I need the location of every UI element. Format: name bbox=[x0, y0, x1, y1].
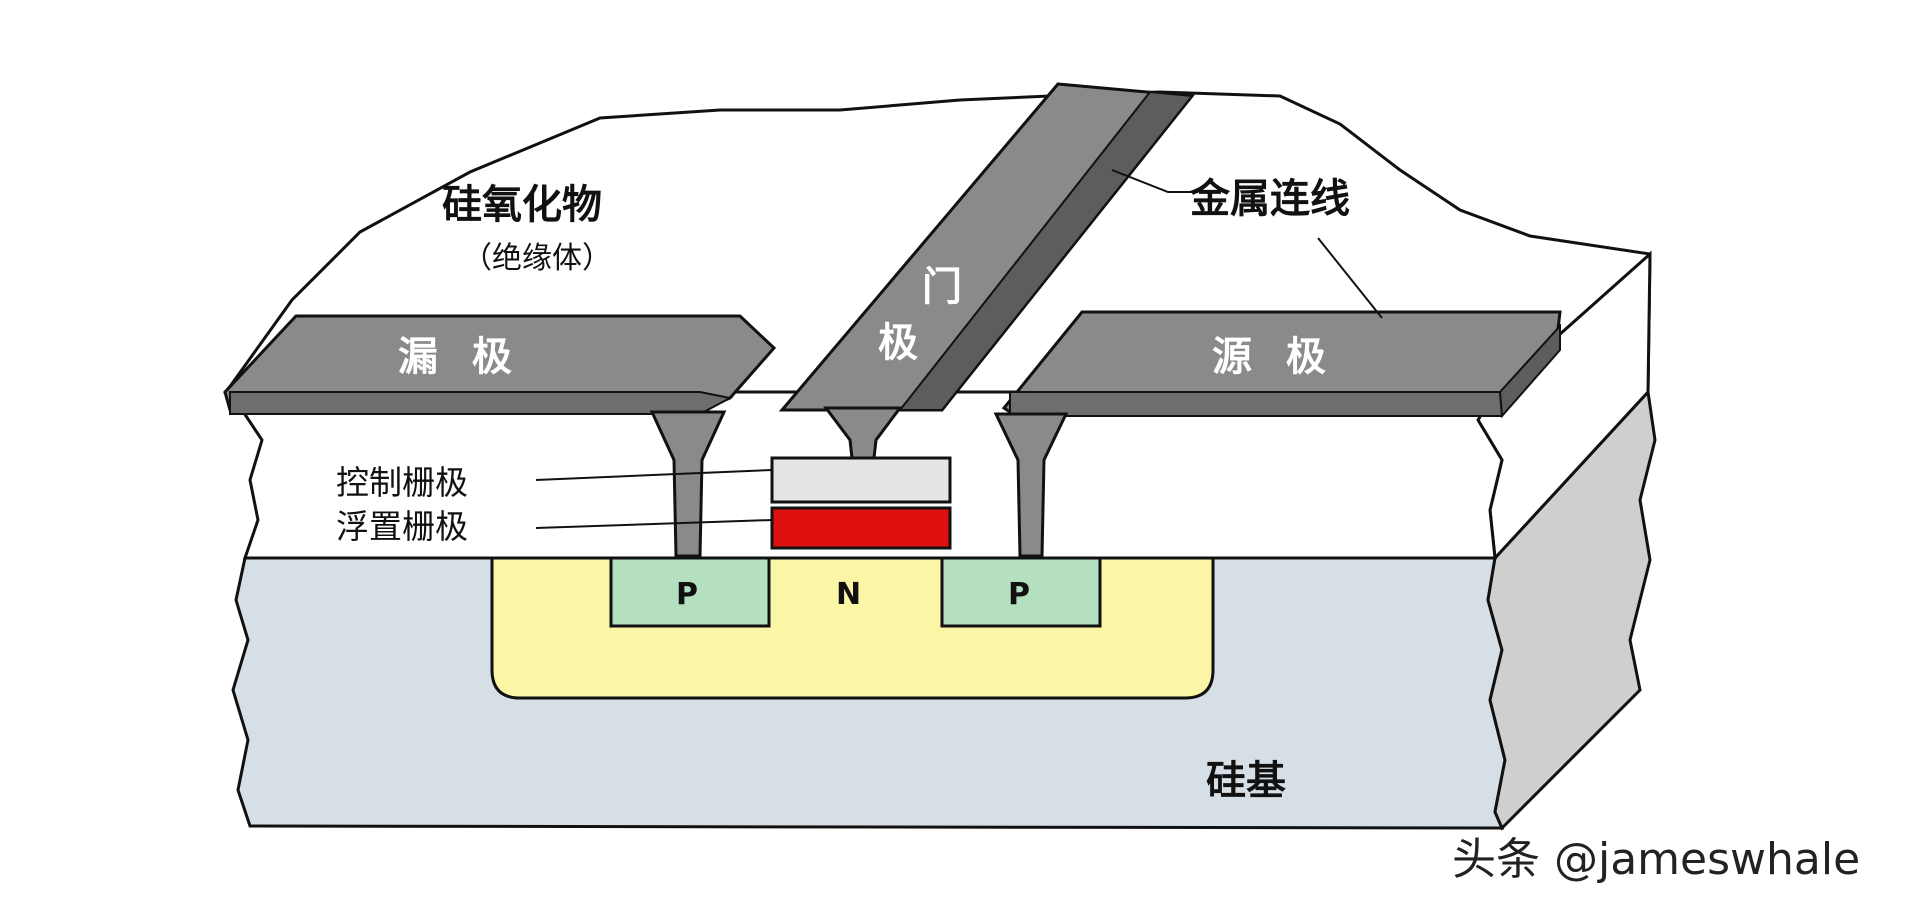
oxide-title: 硅氧化物 bbox=[442, 182, 602, 228]
floating-gate-leader bbox=[535, 519, 773, 529]
source-label: 源 极 bbox=[1212, 334, 1336, 380]
control-gate-label: 控制栅极 bbox=[336, 463, 468, 502]
gate-label-line2: 极 bbox=[878, 320, 918, 366]
oxide-subtitle: （绝缘体） bbox=[462, 241, 612, 276]
gate-label-line1: 门 bbox=[922, 264, 962, 310]
drain-metal-front bbox=[229, 391, 733, 415]
floating-gate bbox=[770, 506, 952, 550]
n-region-label: N bbox=[836, 577, 861, 612]
p-region-left-label: P bbox=[676, 577, 698, 612]
p-region-right-label: P bbox=[1008, 577, 1030, 612]
substrate-label: 硅基 bbox=[1206, 758, 1286, 804]
metal-wire-leader-1 bbox=[1111, 169, 1198, 193]
p-region-left bbox=[609, 556, 771, 628]
control-gate-leader bbox=[535, 469, 773, 481]
drain-label: 漏 极 bbox=[398, 334, 522, 380]
drain-via bbox=[649, 410, 727, 558]
source-metal-side bbox=[1498, 323, 1561, 419]
gate-metal-edge bbox=[897, 90, 1194, 411]
control-gate bbox=[770, 456, 952, 504]
block-right-side bbox=[1486, 388, 1657, 831]
source-via bbox=[993, 412, 1069, 558]
gate-via bbox=[823, 406, 903, 460]
p-region-right bbox=[940, 556, 1102, 628]
watermark: 头条 @jameswhale bbox=[1452, 834, 1860, 885]
metal-wire-leader-2 bbox=[1317, 237, 1383, 319]
metal-wire-label: 金属连线 bbox=[1189, 176, 1350, 222]
source-metal-front bbox=[1009, 391, 1504, 417]
floating-gate-label: 浮置栅极 bbox=[336, 507, 468, 546]
